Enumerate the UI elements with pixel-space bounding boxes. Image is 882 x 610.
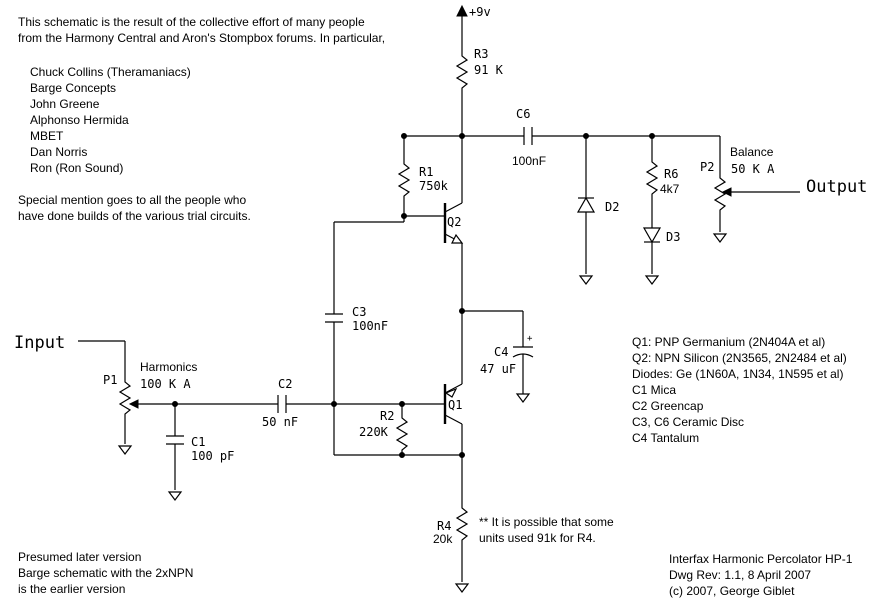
p1-name: P1 [103, 373, 117, 387]
parts-list-item: Q1: PNP Germanium (2N404A et al) [632, 335, 825, 349]
resistor-r3: R3 91 K [455, 47, 504, 136]
q1-emitter-arrow-icon [444, 387, 458, 398]
special-mention-line-1: Special mention goes to all the people w… [18, 193, 246, 207]
diode-icon [576, 196, 596, 213]
r1-value: 750k [419, 179, 449, 193]
resistor-r1: R1 750k [397, 136, 449, 217]
title-block-line: Interfax Harmonic Percolator HP-1 [669, 552, 853, 566]
supply-label: +9v [469, 5, 491, 19]
r1-name: R1 [419, 165, 433, 179]
resistor-r2: R2 220K [334, 404, 465, 458]
credit-name: Alphonso Hermida [30, 113, 129, 127]
d2-name: D2 [605, 200, 619, 214]
parts-list-item: C1 Mica [632, 383, 676, 397]
r6-value: 4k7 [660, 182, 680, 196]
ground-icon [454, 583, 470, 593]
capacitor-c3: C3 100nF [325, 222, 388, 455]
version-note: Presumed later version Barge schematic w… [18, 550, 193, 596]
c1-name: C1 [191, 435, 205, 449]
transistor-q1: Q1 [443, 311, 463, 500]
capacitor-c6: C6 100nF [512, 107, 720, 168]
version-note-line: Barge schematic with the 2xNPN [18, 566, 193, 580]
q1-name: Q1 [448, 398, 462, 412]
capacitor-c1: C1 100 pF [166, 404, 234, 501]
ground-icon [578, 275, 594, 285]
intro-text: This schematic is the result of the coll… [18, 15, 385, 223]
p1-value: 100 K A [140, 377, 191, 391]
title-block-line: (c) 2007, George Giblet [669, 584, 795, 598]
diode-d3: D3 [642, 227, 680, 285]
parts-list-item: C4 Tantalum [632, 431, 699, 445]
r2-value: 220K [359, 425, 389, 439]
transistor-q2: Q2 [334, 202, 464, 311]
capacitor-c4: + C4 47 uF [459, 308, 534, 403]
output-label: Output [806, 177, 867, 197]
credit-name: Dan Norris [30, 145, 87, 159]
p2-name: P2 [700, 160, 714, 174]
ground-icon [515, 393, 531, 403]
q2-name: Q2 [447, 215, 461, 229]
version-note-line: Presumed later version [18, 550, 141, 564]
credit-name: MBET [30, 129, 64, 143]
wiper-arrow-icon [721, 187, 732, 197]
c4-value: 47 uF [480, 362, 516, 376]
supply-arrow-icon [456, 4, 468, 17]
diode-d2: D2 [576, 136, 619, 285]
supply-9v: +9v [456, 4, 491, 48]
c2-name: C2 [278, 377, 292, 391]
intro-line-2: from the Harmony Central and Aron's Stom… [18, 31, 385, 45]
c1-value: 100 pF [191, 449, 234, 463]
diode-icon [642, 227, 662, 244]
wiper-arrow-icon [128, 399, 139, 409]
parts-list-item: C3, C6 Ceramic Disc [632, 415, 744, 429]
c3-value: 100nF [352, 319, 388, 333]
r2-name: R2 [380, 409, 394, 423]
c6-value: 100nF [512, 154, 546, 168]
parts-list-item: Q2: NPN Silicon (2N3565, 2N2484 et al) [632, 351, 847, 365]
d3-name: D3 [666, 230, 680, 244]
ground-icon [117, 445, 133, 455]
r4-note-line-2: units used 91k for R4. [479, 531, 596, 545]
ground-icon [167, 491, 183, 501]
r4-value: 20k [433, 532, 453, 546]
c4-polarity: + [527, 334, 533, 344]
credit-name: John Greene [30, 97, 100, 111]
ground-icon [712, 233, 728, 243]
potentiometer-p1: Input P1 100 K A Harmonics [14, 333, 197, 455]
version-note-line: is the earlier version [18, 582, 125, 596]
parts-list-item: C2 Greencap [632, 399, 704, 413]
input-label: Input [14, 333, 65, 353]
special-mention-line-2: have done builds of the various trial ci… [18, 209, 251, 223]
r6-name: R6 [664, 167, 678, 181]
balance-label: Balance [730, 145, 774, 159]
parts-list-item: Diodes: Ge (1N60A, 1N34, 1N595 et al) [632, 367, 843, 381]
credit-name: Ron (Ron Sound) [30, 161, 123, 175]
resistor-r6: R6 4k7 [645, 136, 680, 228]
potentiometer-p2: P2 50 K A Balance Output [700, 136, 867, 243]
c4-name: C4 [494, 345, 508, 359]
p2-value: 50 K A [731, 162, 775, 176]
r3-name: R3 [474, 47, 488, 61]
q2-emitter-arrow-icon [451, 233, 464, 244]
title-block: Interfax Harmonic Percolator HP-1 Dwg Re… [669, 552, 853, 598]
r4-note-line-1: ** It is possible that some [479, 515, 614, 529]
ground-icon [644, 275, 660, 285]
r4-name: R4 [437, 519, 451, 533]
r3-value: 91 K [474, 63, 504, 77]
intro-line-1: This schematic is the result of the coll… [18, 15, 365, 29]
harmonics-label: Harmonics [140, 360, 197, 374]
resistor-r4: R4 20k [433, 500, 470, 593]
c6-name: C6 [516, 107, 530, 121]
credit-name: Barge Concepts [30, 81, 116, 95]
parts-list: Q1: PNP Germanium (2N404A et al) Q2: NPN… [632, 335, 847, 445]
credit-name: Chuck Collins (Theramaniacs) [30, 65, 191, 79]
r4-note: ** It is possible that some units used 9… [479, 515, 614, 545]
c2-value: 50 nF [262, 415, 298, 429]
c3-name: C3 [352, 305, 366, 319]
title-block-line: Dwg Rev: 1.1, 8 April 2007 [669, 568, 811, 582]
